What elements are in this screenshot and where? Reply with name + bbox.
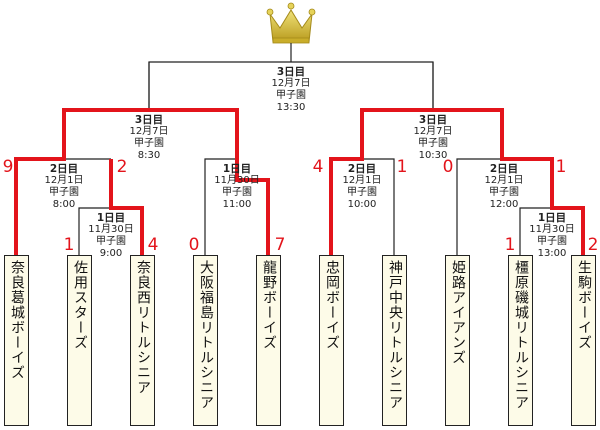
match-day: 3日目 xyxy=(134,114,164,126)
score-qf-right-b-opponent: 1 xyxy=(555,157,567,177)
bracket-winner-lines xyxy=(14,108,585,255)
match-date: 11月30日 xyxy=(214,175,260,186)
match-venue: 甲子園 xyxy=(489,187,519,198)
score-team-4: 0 xyxy=(188,235,200,255)
match-qf-right-a-label: 2日目 12月1日 甲子園 10:00 xyxy=(322,163,402,211)
match-day: 1日目 xyxy=(222,163,252,175)
score-team-2: 1 xyxy=(63,235,75,255)
match-venue: 甲子園 xyxy=(537,236,567,247)
match-time: 13:30 xyxy=(276,102,306,113)
score-team-5: 7 xyxy=(274,235,286,255)
team-box: 橿原磯城リトルシニア xyxy=(508,255,533,426)
team-name: 神戸中央リトルシニア xyxy=(387,260,403,410)
match-venue: 甲子園 xyxy=(96,236,126,247)
team-box: 奈良葛城ボーイズ xyxy=(4,255,29,426)
score-team-8: 0 xyxy=(442,157,454,177)
score-team-7: 1 xyxy=(396,157,408,177)
match-date: 12月7日 xyxy=(413,126,453,137)
match-time: 8:30 xyxy=(137,150,161,161)
match-time: 10:30 xyxy=(418,150,448,161)
match-day: 3日目 xyxy=(418,114,448,126)
match-time: 11:00 xyxy=(222,199,252,210)
match-time: 9:00 xyxy=(99,248,123,259)
team-name: 橿原磯城リトルシニア xyxy=(513,260,529,410)
match-venue: 甲子園 xyxy=(347,187,377,198)
match-venue: 甲子園 xyxy=(49,187,79,198)
match-qf-left-b-label: 1日目 11月30日 甲子園 11:00 xyxy=(197,163,277,211)
match-r1-right-label: 1日目 11月30日 甲子園 13:00 xyxy=(512,212,592,260)
team-box: 奈良西リトルシニア xyxy=(130,255,155,426)
match-day: 2日目 xyxy=(489,163,519,175)
match-date: 11月30日 xyxy=(88,224,134,235)
team-box: 生駒ボーイズ xyxy=(571,255,596,426)
team-name: 龍野ボーイズ xyxy=(261,260,277,350)
team-name: 奈良葛城ボーイズ xyxy=(9,260,25,380)
match-date: 12月1日 xyxy=(484,175,524,186)
score-team-6: 4 xyxy=(312,157,324,177)
match-day: 1日目 xyxy=(537,212,567,224)
match-day: 1日目 xyxy=(96,212,126,224)
match-date: 12月1日 xyxy=(44,175,84,186)
team-box: 忠岡ボーイズ xyxy=(319,255,344,426)
match-time: 8:00 xyxy=(52,199,76,210)
match-final-label: 3日目 12月7日 甲子園 13:30 xyxy=(251,66,331,114)
match-r1-left-label: 1日目 11月30日 甲子園 9:00 xyxy=(71,212,151,260)
score-team-10: 2 xyxy=(587,235,599,255)
team-name: 佐用スターズ xyxy=(72,260,88,350)
match-date: 12月7日 xyxy=(129,126,169,137)
score-qf-left-a-opponent: 2 xyxy=(116,157,128,177)
match-semi-right-label: 3日目 12月7日 甲子園 10:30 xyxy=(393,114,473,162)
team-box: 佐用スターズ xyxy=(67,255,92,426)
score-team-1: 9 xyxy=(2,157,14,177)
crown-icon xyxy=(266,2,316,44)
match-date: 12月1日 xyxy=(342,175,382,186)
match-date: 12月7日 xyxy=(271,78,311,89)
match-day: 3日目 xyxy=(276,66,306,78)
match-venue: 甲子園 xyxy=(276,90,306,101)
team-name: 生駒ボーイズ xyxy=(576,260,592,350)
team-box: 姫路アイアンズ xyxy=(445,255,470,426)
team-box: 神戸中央リトルシニア xyxy=(382,255,407,426)
team-name: 忠岡ボーイズ xyxy=(324,260,340,350)
match-venue: 甲子園 xyxy=(418,138,448,149)
team-name: 姫路アイアンズ xyxy=(450,260,466,365)
team-box: 大阪福島リトルシニア xyxy=(193,255,218,426)
match-venue: 甲子園 xyxy=(134,138,164,149)
score-team-3: 4 xyxy=(147,235,159,255)
score-team-9: 1 xyxy=(504,235,516,255)
match-qf-right-b-label: 2日目 12月1日 甲子園 12:00 xyxy=(464,163,544,211)
match-qf-left-a-label: 2日目 12月1日 甲子園 8:00 xyxy=(24,163,104,211)
match-venue: 甲子園 xyxy=(222,187,252,198)
match-time: 13:00 xyxy=(537,248,567,259)
match-day: 2日目 xyxy=(347,163,377,175)
match-semi-left-label: 3日目 12月7日 甲子園 8:30 xyxy=(109,114,189,162)
team-name: 奈良西リトルシニア xyxy=(135,260,151,395)
match-day: 2日目 xyxy=(49,163,79,175)
match-time: 12:00 xyxy=(489,199,519,210)
team-name: 大阪福島リトルシニア xyxy=(198,260,214,410)
match-time: 10:00 xyxy=(347,199,377,210)
match-date: 11月30日 xyxy=(529,224,575,235)
team-box: 龍野ボーイズ xyxy=(256,255,281,426)
